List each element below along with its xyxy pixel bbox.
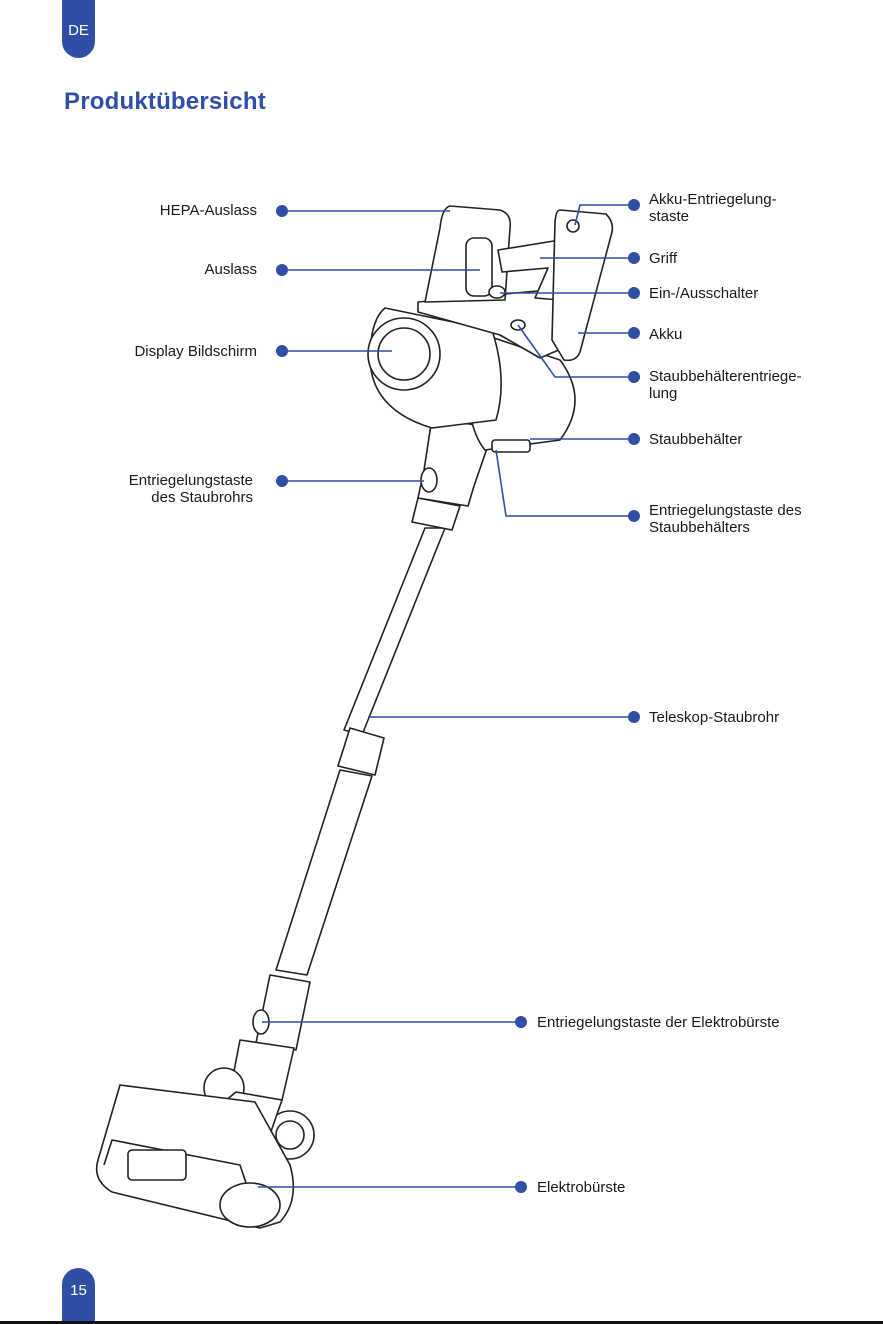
power-button <box>488 285 506 299</box>
display-screen <box>377 327 431 381</box>
page-title: Produktübersicht <box>64 88 266 115</box>
label-battery-release: Akku-Entriegelung- staste <box>649 191 777 225</box>
battery-release-button <box>566 219 580 233</box>
label-bin-release: Staubbehälterentriege- lung <box>649 368 802 402</box>
label-hepa-outlet: HEPA-Auslass <box>159 202 257 219</box>
outlet-grille <box>465 237 493 297</box>
tube-lower <box>275 769 373 976</box>
label-battery: Akku <box>649 326 683 343</box>
label-tube-release: Entriegelungstaste des Staubrohrs <box>128 472 253 506</box>
tube-upper <box>343 527 446 736</box>
page-number-tab: 15 <box>62 1268 95 1324</box>
brush-bristles <box>127 1149 187 1181</box>
label-telescopic-tube: Teleskop-Staubrohr <box>649 709 780 726</box>
bottom-rule <box>0 1321 883 1324</box>
label-outlet: Auslass <box>204 261 257 278</box>
label-electric-brush: Elektrobürste <box>537 1179 626 1196</box>
language-tab: DE <box>62 0 95 58</box>
callout-dots <box>276 199 640 1193</box>
label-display: Display Bildschirm <box>134 343 257 360</box>
tube-release-button <box>420 467 438 493</box>
label-dust-bin: Staubbehälter <box>649 431 743 448</box>
vacuum-illustration <box>95 205 614 1229</box>
tube-joint <box>337 727 385 776</box>
label-brush-release: Entriegelungstaste der Elektrobürste <box>537 1014 780 1031</box>
bin-release-tab <box>491 439 531 453</box>
label-power-switch: Ein-/Ausschalter <box>649 285 759 302</box>
label-handle: Griff <box>649 250 678 267</box>
battery-pack <box>551 209 614 362</box>
tube-collar <box>411 497 461 531</box>
callout-lines <box>258 204 634 1188</box>
label-bin-button: Entriegelungstaste des Staubbehälters <box>649 502 802 536</box>
